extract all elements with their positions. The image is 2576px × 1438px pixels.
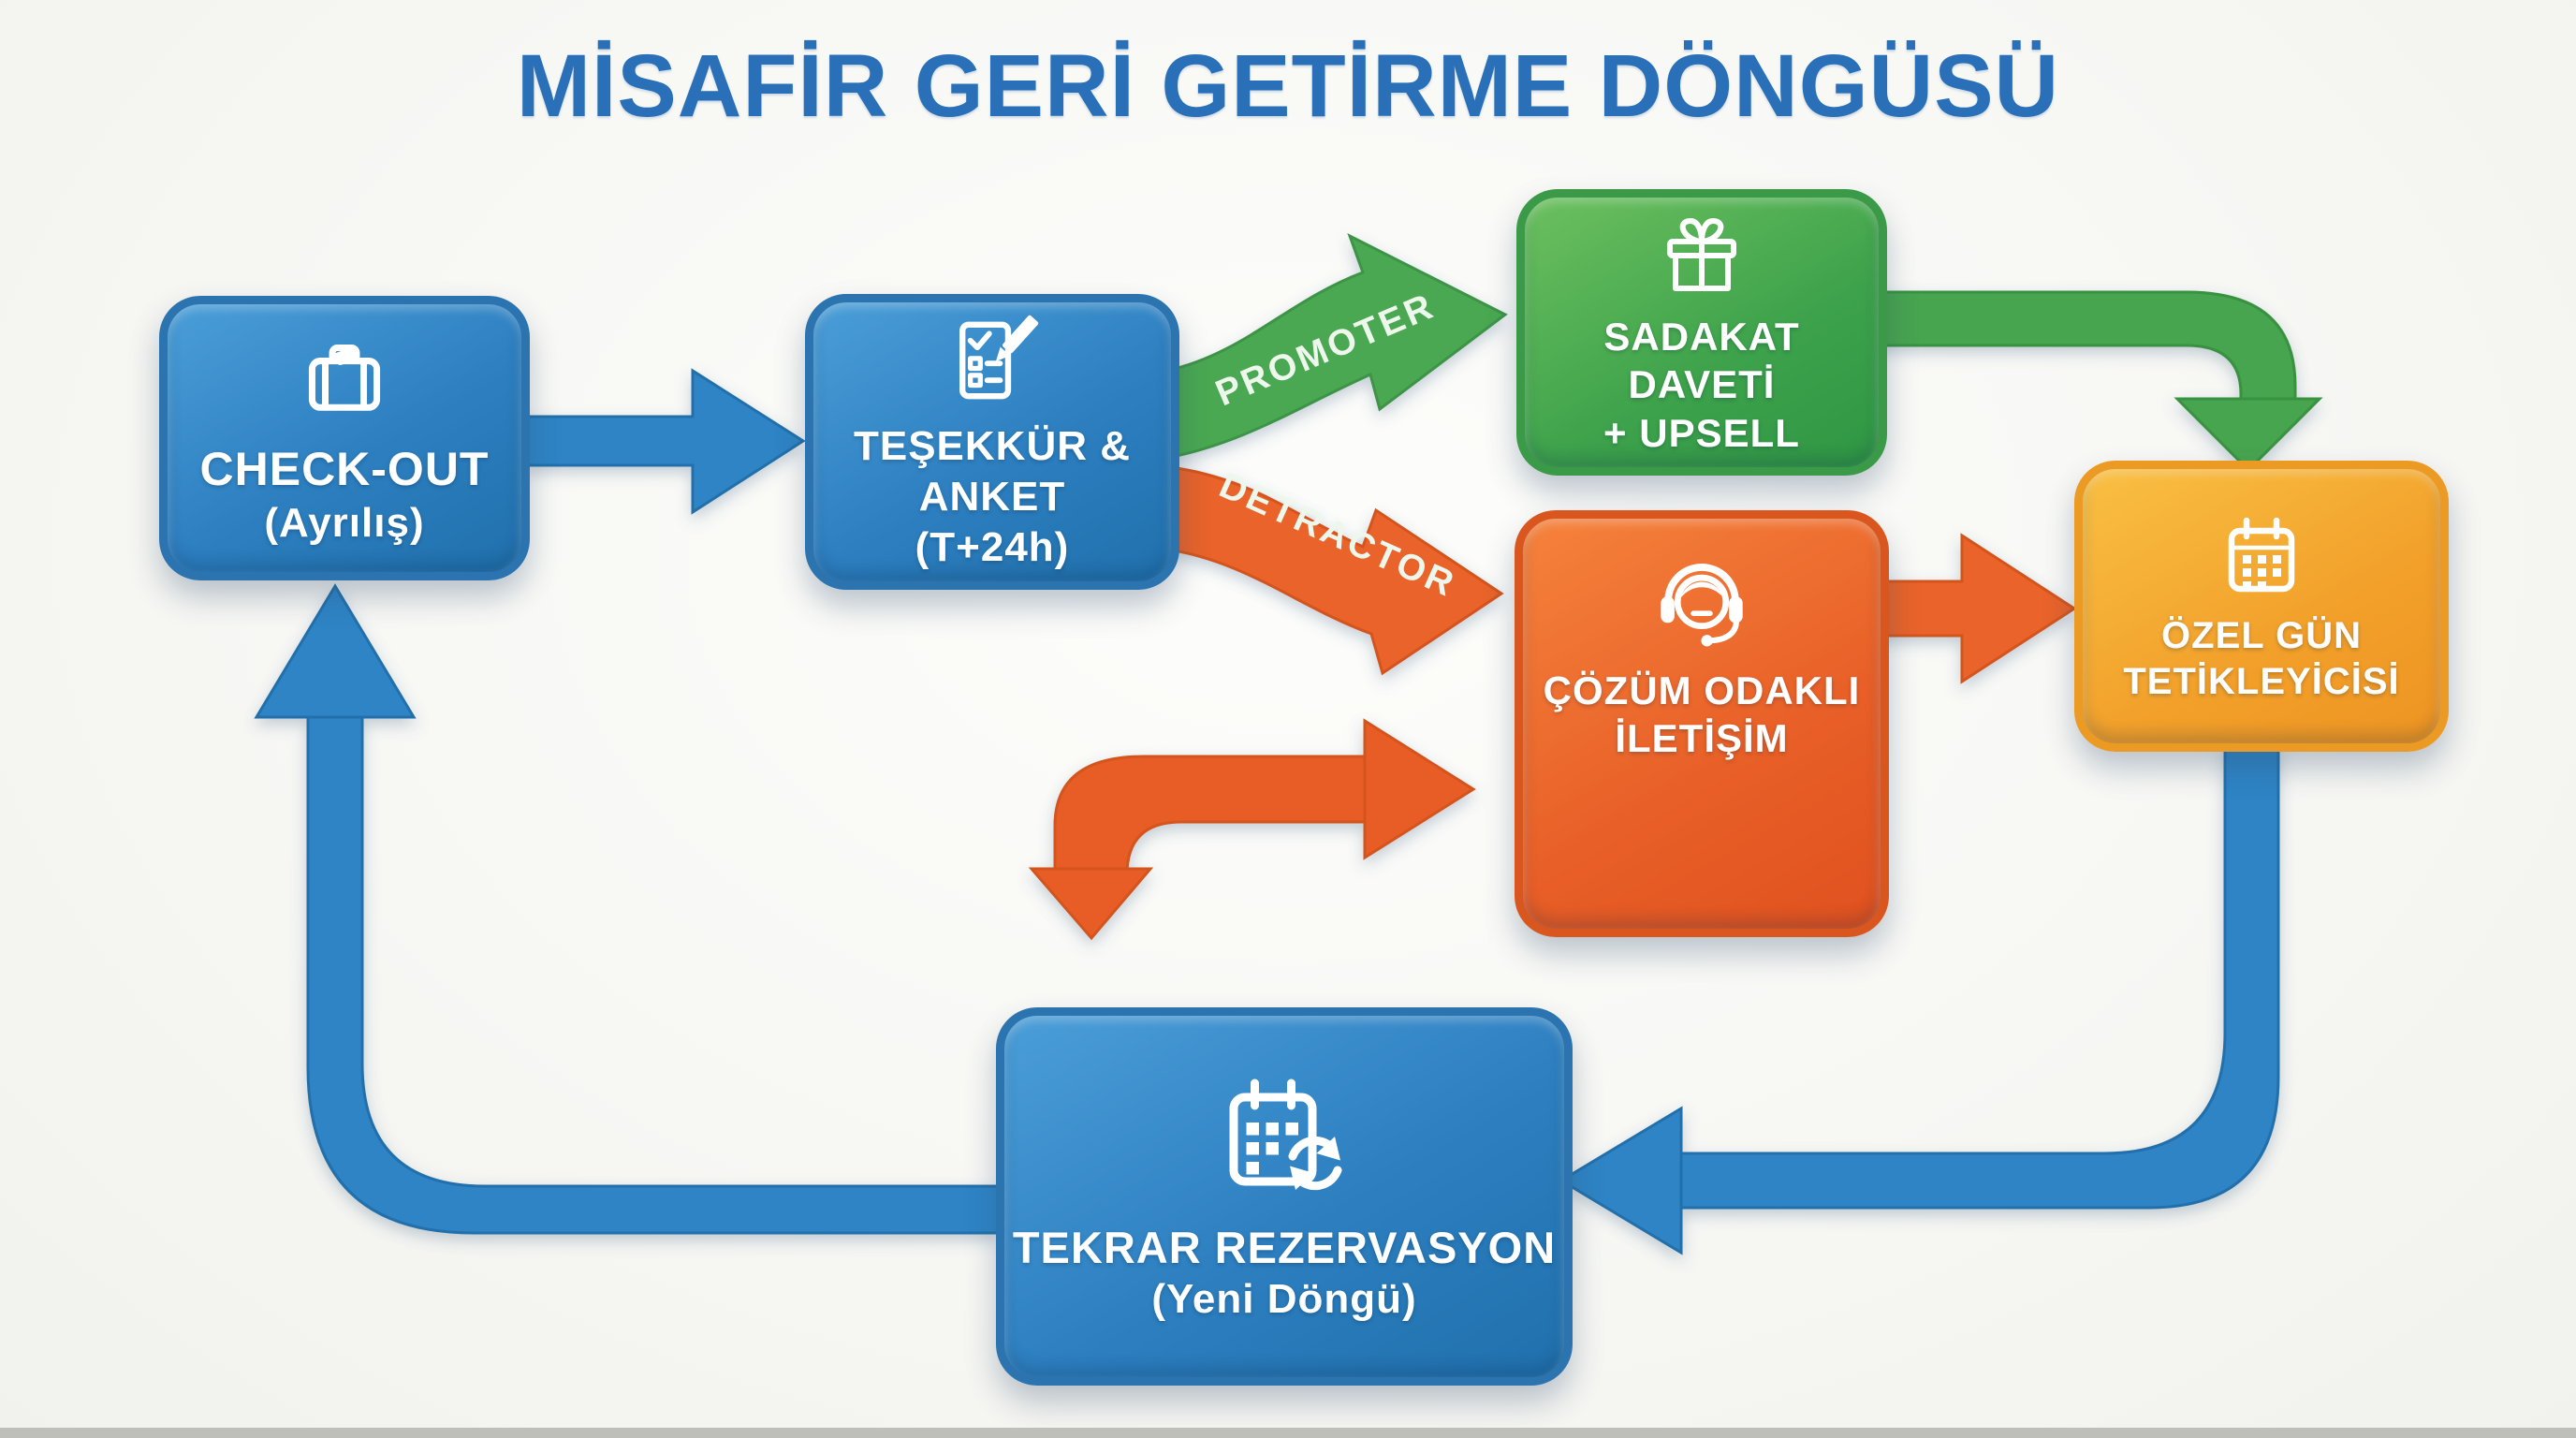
node-sublabel: (T+24h) bbox=[915, 523, 1070, 570]
node-label: CHECK-OUT bbox=[199, 442, 490, 495]
node-label: ÇÖZÜM ODAKLI bbox=[1543, 668, 1861, 712]
arrow-ozelgun-to-tekrar bbox=[1559, 742, 2280, 1255]
arrow-sadakat-to-ozelgun bbox=[1866, 290, 2323, 473]
node-label: TEKRAR REZERVASYON bbox=[1012, 1222, 1557, 1272]
node-label-2: TETİKLEYİCİSİ bbox=[2123, 660, 2400, 702]
node-label: ÖZEL GÜN bbox=[2161, 614, 2362, 656]
gift-icon bbox=[1655, 208, 1749, 301]
node-label: SADAKAT bbox=[1603, 315, 1800, 360]
suitcase-icon bbox=[294, 329, 395, 430]
node-label-3: + UPSELL bbox=[1603, 410, 1800, 455]
node-cozum-odakli: ÇÖZÜM ODAKLI İLETİŞİM bbox=[1515, 510, 1889, 937]
node-label-2: ANKET bbox=[918, 474, 1066, 521]
calendar-refresh-icon bbox=[1214, 1069, 1354, 1210]
node-ozel-gun-tetikleyicisi: ÖZEL GÜN TETİKLEYİCİSİ bbox=[2074, 461, 2449, 752]
node-tekrar-rezervasyon: TEKRAR REZERVASYON (Yeni Döngü) bbox=[996, 1007, 1573, 1386]
node-label-2: DAVETİ bbox=[1628, 362, 1776, 407]
arrow-tekrar-to-checkout bbox=[254, 583, 1000, 1235]
node-sublabel: (Ayrılış) bbox=[264, 499, 425, 546]
arrow-followup-to-cozum bbox=[1028, 718, 1476, 941]
node-label: TEŞEKKÜR & bbox=[853, 423, 1132, 470]
promoter-ribbon: PROMOTER bbox=[1162, 232, 1508, 461]
survey-checklist-icon bbox=[943, 311, 1042, 410]
arrow-checkout-to-survey bbox=[524, 368, 806, 515]
detractor-ribbon: DETRACTOR bbox=[1162, 464, 1504, 676]
arrow-cozum-to-ozelgun bbox=[1870, 533, 2077, 684]
bottom-edge-strip bbox=[0, 1428, 2576, 1438]
node-sublabel: (Yeni Döngü) bbox=[1151, 1275, 1417, 1322]
node-tesekkur-anket: TEŞEKKÜR & ANKET (T+24h) bbox=[805, 294, 1179, 590]
headset-agent-icon bbox=[1649, 550, 1754, 655]
page-title: MİSAFİR GERİ GETİRME DÖNGÜSÜ bbox=[516, 37, 2060, 136]
node-checkout: CHECK-OUT (Ayrılış) bbox=[159, 296, 530, 580]
calendar-icon bbox=[2215, 508, 2308, 602]
node-label-2: İLETİŞİM bbox=[1615, 716, 1789, 761]
node-sadakat-daveti: SADAKAT DAVETİ + UPSELL bbox=[1516, 189, 1887, 476]
